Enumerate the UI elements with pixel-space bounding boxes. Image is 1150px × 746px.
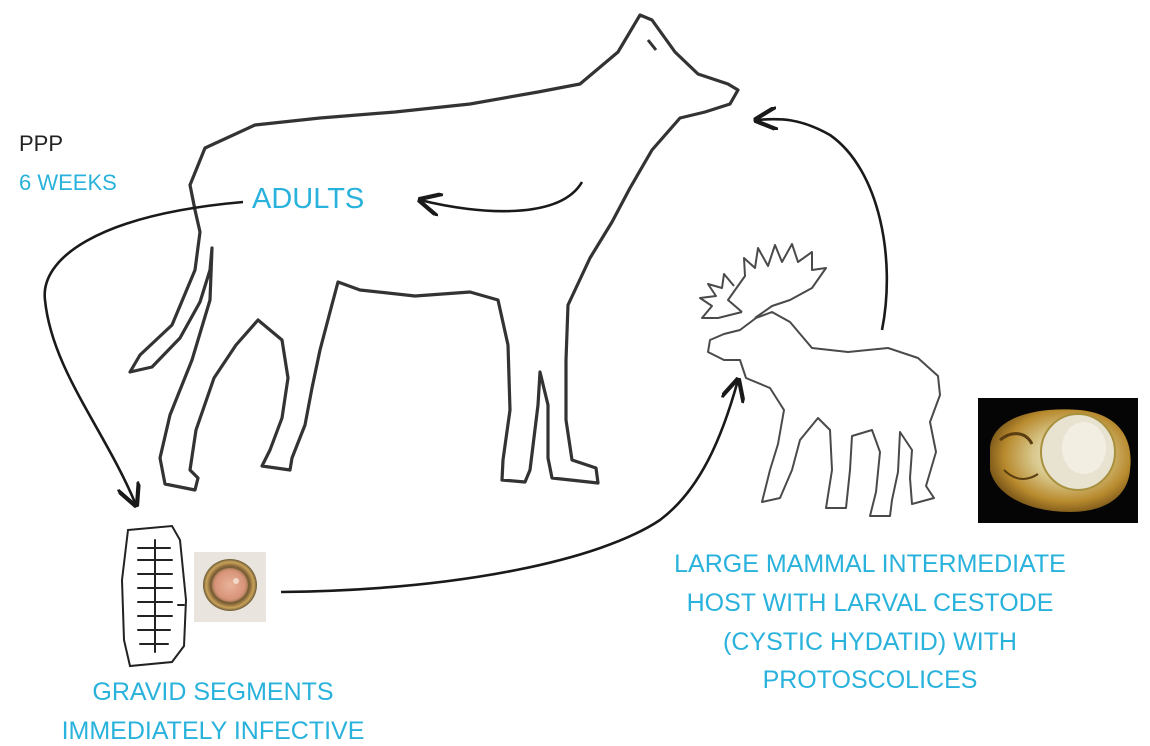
cycle-arrows: [45, 119, 887, 592]
host-caption-line-4: PROTOSCOLICES: [625, 661, 1115, 700]
egg-photo: [194, 552, 266, 622]
gravid-segments-caption: GRAVID SEGMENTS IMMEDIATELY INFECTIVE: [58, 673, 368, 746]
arrow-ingestion-to-adults: [420, 182, 582, 211]
dog-outline-icon: [130, 15, 738, 490]
gravid-caption-line-1: GRAVID SEGMENTS: [58, 673, 368, 712]
arrow-moose-to-dog: [756, 119, 887, 330]
intermediate-host-caption: LARGE MAMMAL INTERMEDIATE HOST WITH LARV…: [625, 545, 1115, 700]
host-caption-line-3: (CYSTIC HYDATID) WITH: [625, 623, 1115, 662]
hydatid-cyst-photo: [978, 398, 1138, 523]
proglottid-sketch-icon: [122, 526, 186, 666]
gravid-caption-line-2: IMMEDIATELY INFECTIVE: [58, 712, 368, 746]
host-caption-line-2: HOST WITH LARVAL CESTODE: [625, 584, 1115, 623]
adults-label: ADULTS: [250, 184, 366, 216]
moose-outline-icon: [700, 244, 940, 516]
ppp-label: PPP: [19, 132, 63, 156]
host-caption-line-1: LARGE MAMMAL INTERMEDIATE: [625, 545, 1115, 584]
ppp-duration: 6 WEEKS: [19, 171, 117, 195]
